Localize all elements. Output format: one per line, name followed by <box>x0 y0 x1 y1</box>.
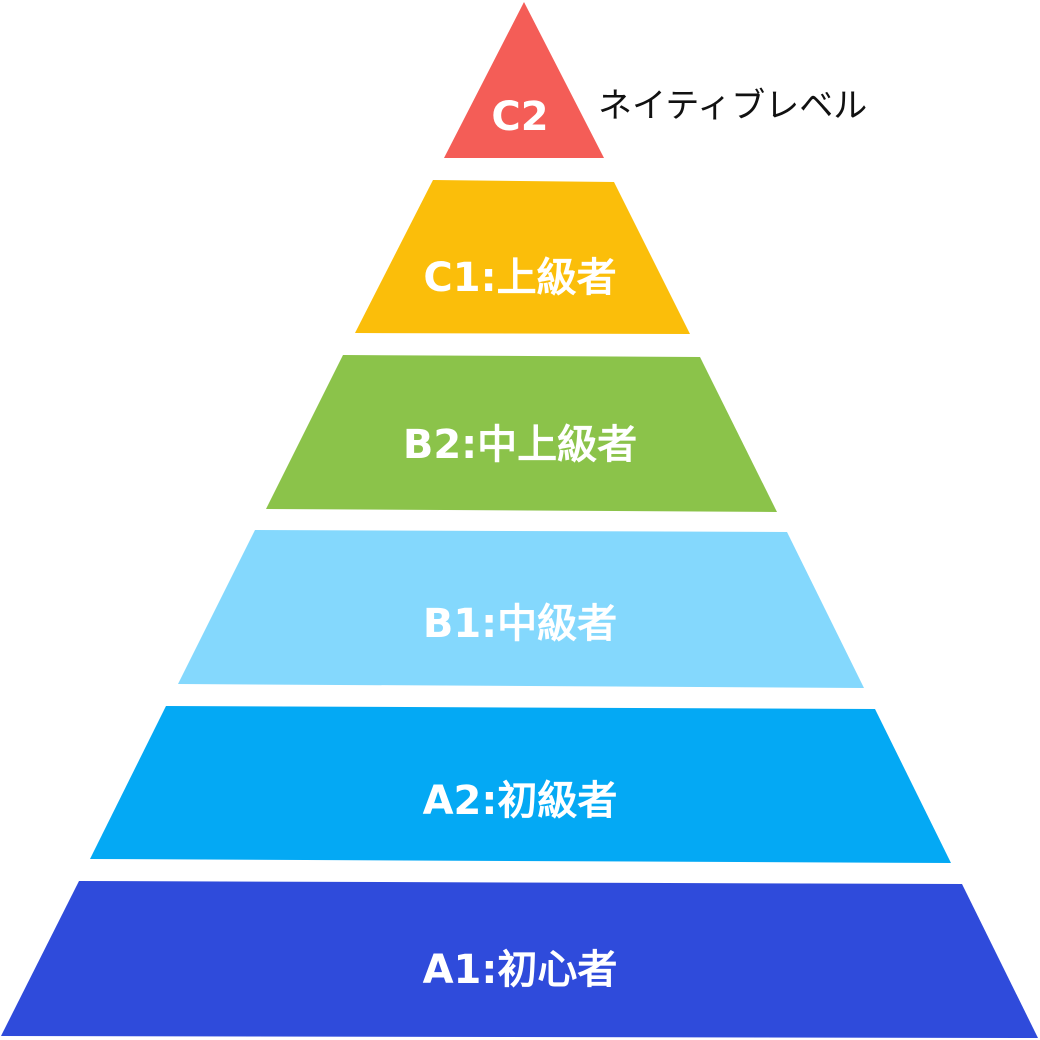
level-a1-shape <box>1 881 1038 1038</box>
level-c2-label: C2 <box>491 94 548 140</box>
level-a1-label: A1:初心者 <box>423 947 618 993</box>
level-b1-label: B1:中級者 <box>423 601 617 647</box>
native-level-note: ネイティブレベル <box>598 86 867 126</box>
level-a2-label: A2:初級者 <box>423 778 618 824</box>
level-a2-shape <box>90 706 951 863</box>
level-c1-shape <box>355 180 690 334</box>
level-c2-shape <box>444 2 604 158</box>
level-a2: A2:初級者 <box>90 706 951 863</box>
level-c1: C1:上級者 <box>355 180 690 334</box>
level-c2: C2 <box>444 2 604 158</box>
level-b2: B2:中上級者 <box>266 355 777 512</box>
level-a1: A1:初心者 <box>1 881 1038 1038</box>
level-b1-shape <box>178 530 864 688</box>
level-b2-shape <box>266 355 777 512</box>
level-b1: B1:中級者 <box>178 530 864 688</box>
level-b2-label: B2:中上級者 <box>403 422 637 468</box>
level-c1-label: C1:上級者 <box>423 255 616 301</box>
